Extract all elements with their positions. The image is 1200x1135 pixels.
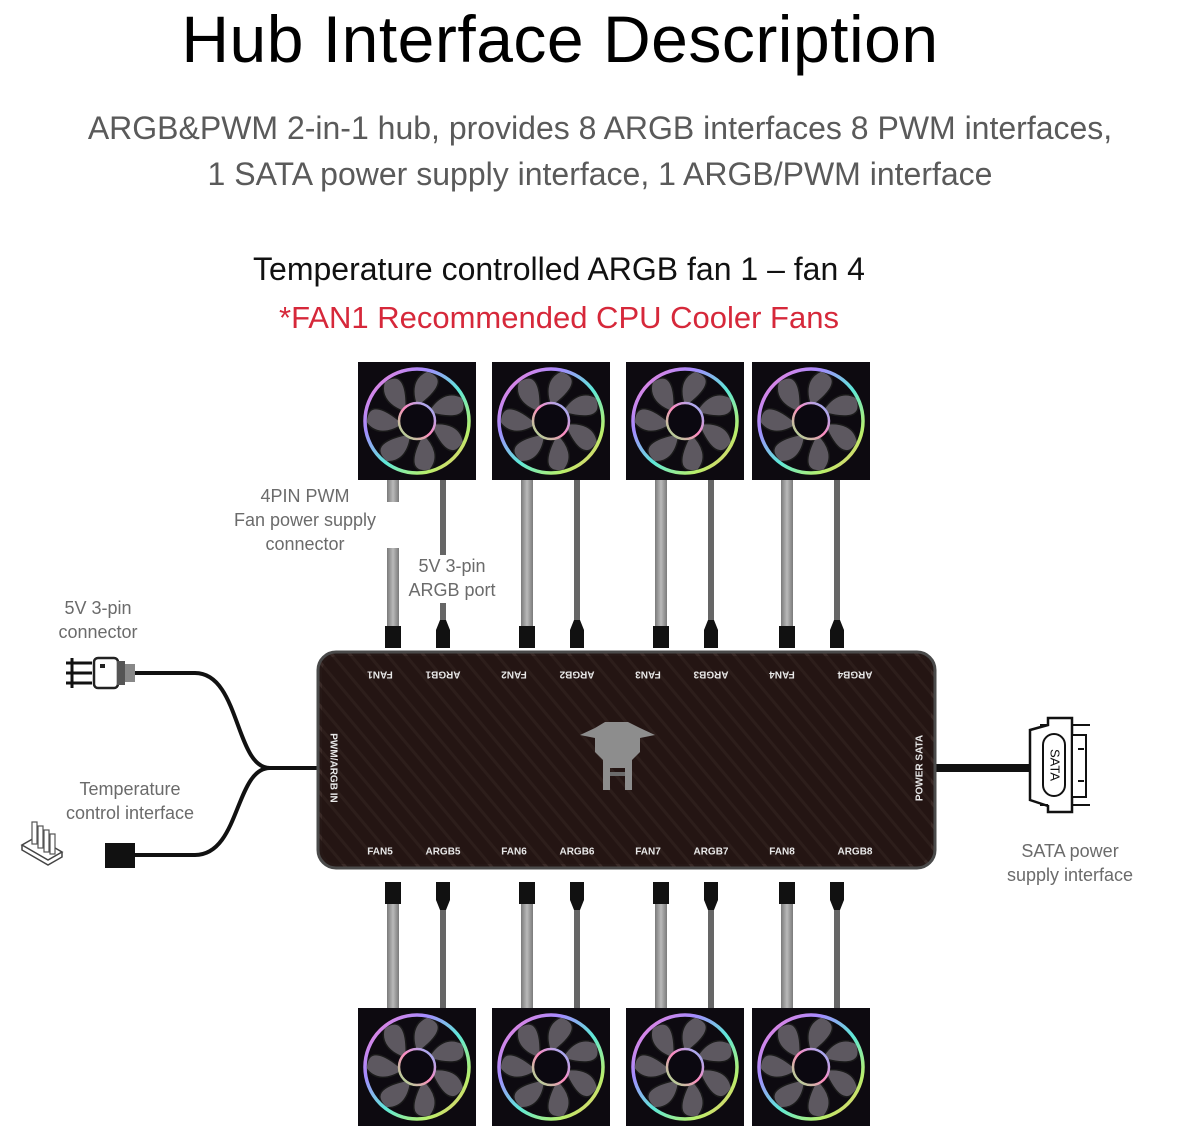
callout-pwm-line-1: 4PIN PWM [260, 486, 349, 506]
pwm-plug-icon [779, 882, 795, 904]
fan-group-heading: Temperature controlled ARGB fan 1 – fan … [253, 251, 865, 287]
hub-port-label-argb1: ARGB1 [425, 668, 460, 679]
hub-ports-top: FAN1 ARGB1 FAN2 ARGB2 FAN3 ARGB3 FAN4 ARGB4 [367, 668, 873, 679]
callout-pwm-line-3: connector [265, 534, 344, 554]
hub-port-label-argb8: ARGB8 [837, 847, 872, 858]
brand-logo-icon [580, 722, 655, 790]
bottom-fan-cables [653, 882, 718, 1008]
argb-plug-icon [570, 882, 584, 910]
fan-6-icon [492, 1008, 610, 1126]
fan-8-icon [752, 1008, 870, 1126]
hub-port-label-argb5: ARGB5 [425, 847, 460, 858]
top-fan-cables [653, 480, 718, 648]
hub-input-label: PWM/ARGB IN [327, 733, 338, 802]
hub-port-label-fan8: FAN8 [769, 847, 795, 858]
top-fan-cables [779, 480, 844, 648]
hub-port-label-fan4: FAN4 [769, 668, 795, 679]
callout-temperature-line-2: control interface [66, 803, 194, 823]
top-fan-cables [519, 480, 584, 648]
hub-port-label-fan5: FAN5 [367, 847, 393, 858]
callout-argb-connector-line-1: 5V 3-pin [64, 598, 131, 618]
callout-sata-line-1: SATA power [1021, 841, 1118, 861]
callout-argb-port-line-2: ARGB port [408, 580, 495, 600]
fan-2-icon [492, 362, 610, 480]
temperature-connector-icon [105, 843, 135, 868]
bottom-fan-cables [519, 882, 584, 1008]
pwm-plug-icon [779, 626, 795, 648]
hub-port-label-fan3: FAN3 [635, 668, 661, 679]
argb-plug-icon [570, 620, 584, 648]
hub-port-label-fan2: FAN2 [501, 668, 527, 679]
callout-argb-connector-line-2: connector [58, 622, 137, 642]
fan-3-icon [626, 362, 744, 480]
fans-top-row [358, 362, 870, 480]
subtitle-line-1: ARGB&PWM 2-in-1 hub, provides 8 ARGB int… [87, 110, 1113, 146]
pwm-plug-icon [653, 626, 669, 648]
hub-port-label-fan7: FAN7 [635, 847, 661, 858]
pwm-plug-icon [653, 882, 669, 904]
argb-plug-icon [436, 882, 450, 910]
callout-argb-port-line-1: 5V 3-pin [418, 556, 485, 576]
argb-plug-icon [830, 620, 844, 648]
argb-plug-icon [436, 620, 450, 648]
page-title: Hub Interface Description [181, 2, 939, 76]
callout-sata-line-2: supply interface [1007, 865, 1133, 885]
hub-port-label-fan1: FAN1 [367, 668, 393, 679]
hub-port-label-fan6: FAN6 [501, 847, 527, 858]
argb-plug-icon [704, 882, 718, 910]
hub-port-label-argb3: ARGB3 [693, 668, 728, 679]
fan-5-icon [358, 1008, 476, 1126]
top-fan-cables [385, 480, 450, 648]
callout-pwm-line-2: Fan power supply [234, 510, 376, 530]
fans-bottom-row [358, 1008, 870, 1126]
argb-plug-icon [830, 882, 844, 910]
fan-group-note: *FAN1 Recommended CPU Cooler Fans [279, 300, 839, 335]
temperature-probe-icon [20, 821, 64, 866]
hub-port-label-argb6: ARGB6 [559, 847, 594, 858]
callout-temperature-line-1: Temperature [79, 779, 180, 799]
fan-cables [385, 480, 844, 1008]
bottom-fan-cables [779, 882, 844, 1008]
input-cable [135, 671, 318, 857]
hub-body: FAN1 ARGB1 FAN2 ARGB2 FAN3 ARGB3 FAN4 ARGB4 FAN… [316, 650, 937, 870]
fan-4-icon [752, 362, 870, 480]
pwm-plug-icon [385, 882, 401, 904]
hub-port-label-argb7: ARGB7 [693, 847, 728, 858]
pwm-plug-icon [519, 882, 535, 904]
hub-ports-bottom: FAN5 ARGB5 FAN6 ARGB6 FAN7 ARGB7 FAN8 ARGB8 [367, 847, 873, 858]
hub-sata-label: POWER SATA [915, 735, 926, 801]
subtitle-line-2: 1 SATA power supply interface, 1 ARGB/PW… [207, 156, 993, 192]
pwm-plug-icon [385, 626, 401, 648]
bottom-fan-cables [385, 882, 450, 1008]
hub-port-label-argb2: ARGB2 [559, 668, 594, 679]
pwm-plug-icon [519, 626, 535, 648]
hub-port-label-argb4: ARGB4 [837, 668, 872, 679]
fan-1-icon [358, 362, 476, 480]
argb-plug-icon [704, 620, 718, 648]
argb-3pin-connector-icon [66, 656, 135, 690]
sata-connector-icon: SATA [1028, 716, 1090, 814]
fan-7-icon [626, 1008, 744, 1126]
sata-connector-label: SATA [1048, 749, 1063, 781]
